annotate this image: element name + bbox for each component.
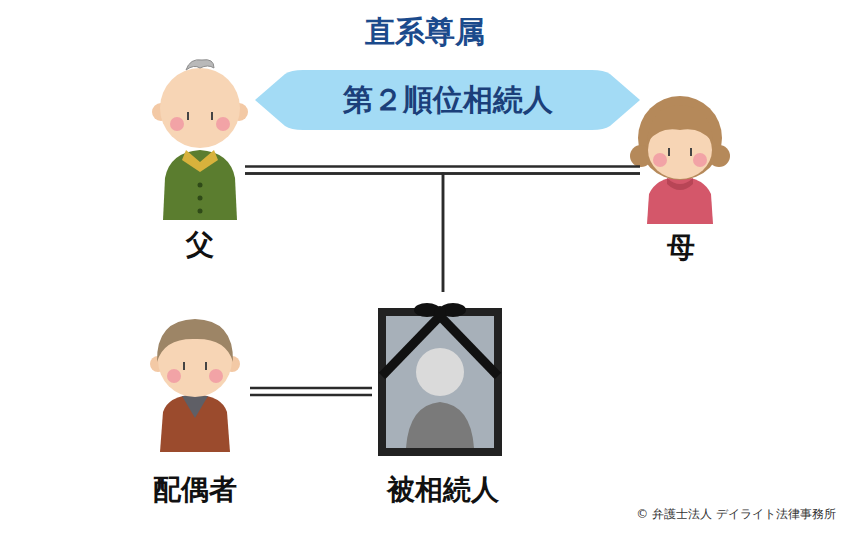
person-label: 被相続人 <box>387 473 499 507</box>
spouse-shirt <box>182 396 208 418</box>
mourning-ribbon <box>440 316 498 376</box>
person-label: 母 <box>667 231 695 265</box>
line-stroke <box>250 394 372 397</box>
cheek <box>209 369 223 383</box>
line-stroke <box>245 174 443 293</box>
line-stroke <box>250 387 372 390</box>
father-sweater <box>163 150 237 220</box>
memorial-portrait <box>378 303 502 456</box>
cheek <box>693 153 707 167</box>
person-node: 父 <box>155 55 245 262</box>
bangs <box>647 105 713 142</box>
cheek <box>653 153 667 167</box>
cheek <box>170 117 184 131</box>
person-label: 配偶者 <box>153 473 237 507</box>
family-line <box>245 174 443 293</box>
eye <box>668 148 670 156</box>
mother-hair <box>638 96 722 180</box>
band-fill <box>255 70 640 130</box>
person-node: 母 <box>640 95 722 265</box>
portrait-frame <box>378 308 502 456</box>
father-figure <box>152 60 248 220</box>
line-stroke <box>443 174 640 293</box>
spouse-sweater <box>160 394 230 452</box>
eye <box>187 112 189 120</box>
spouse-figure <box>150 319 240 452</box>
eye <box>211 112 213 120</box>
family-line <box>443 174 640 293</box>
button <box>198 209 203 214</box>
family-line <box>250 388 372 395</box>
callout-band: 第２順位相続人 <box>255 70 640 130</box>
father-collar <box>182 150 218 172</box>
eye <box>183 362 185 370</box>
eye <box>205 362 207 370</box>
eye <box>690 148 692 156</box>
person-label: 父 <box>186 228 214 262</box>
person-node: 配偶者 <box>140 315 250 507</box>
button <box>198 183 203 188</box>
line-stroke <box>245 165 640 168</box>
cheek <box>167 369 181 383</box>
button <box>198 196 203 201</box>
mother-sweater <box>647 176 713 224</box>
spouse-hair <box>157 319 233 362</box>
diagram-title: 直系尊属 <box>0 14 850 50</box>
mother-figure <box>630 96 730 224</box>
ribbon-knot <box>434 306 446 318</box>
cheek <box>216 117 230 131</box>
father-head <box>160 68 240 148</box>
portrait-head <box>416 348 464 396</box>
mourning-ribbon <box>382 316 440 376</box>
portrait-body <box>406 402 474 448</box>
person-node: 被相続人 <box>372 292 514 507</box>
hair-tuft <box>186 60 214 70</box>
rank-label: 第２順位相続人 <box>343 82 553 118</box>
copyright-note: © 弁護士法人 デイライト法律事務所 <box>636 507 836 521</box>
portrait-photo <box>386 316 494 448</box>
